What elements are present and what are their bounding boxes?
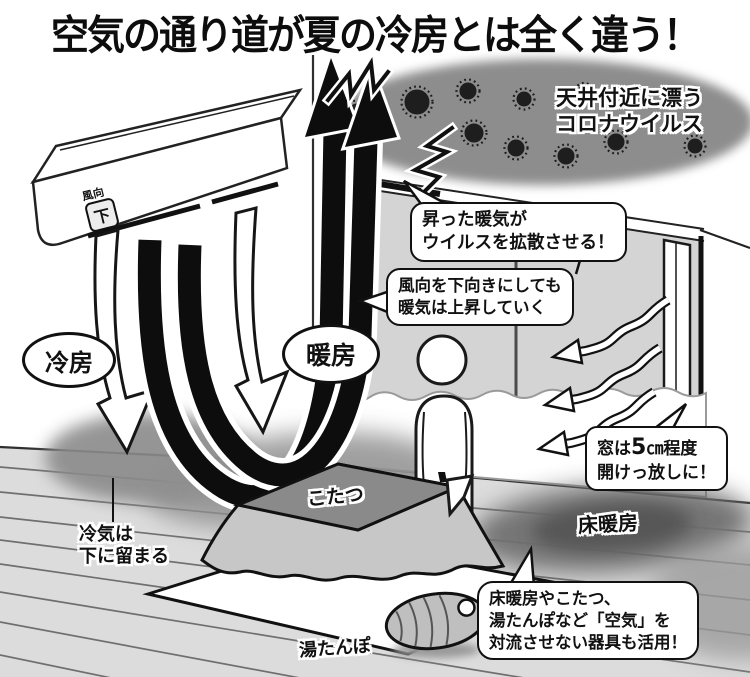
virus-icon: [400, 85, 434, 119]
heating-label-oval: 暖房: [282, 324, 380, 384]
cold-air-stays-line1: 冷気は: [79, 524, 133, 545]
bubble-devices-line3: 対流させない器具も活用！: [489, 632, 687, 652]
heating-label: 暖房: [305, 341, 356, 370]
floor-heating-label: 床暖房: [577, 510, 639, 538]
virus-cloud-label-line2: コロナウイルス: [556, 111, 703, 136]
virus-cloud-label-line1: 天井付近に漂う: [556, 86, 703, 110]
window-draft-arrows: [535, 295, 671, 457]
bubble-warm-air-rises-line2: 暖気は上昇していく: [398, 297, 547, 317]
ac-direction-value: 下: [92, 205, 113, 228]
bubble-warm-air-rises-line1: 風向を下向きにしても: [398, 276, 562, 295]
page-title: 空気の通り道が夏の冷房とは全く違う！: [50, 11, 701, 59]
bubble-warm-air-rises: 風向を下向きにしても 暖気は上昇していく: [386, 268, 574, 326]
crash-icon: [325, 57, 391, 103]
bubble-virus-spread-line2: ウイルスを拡散させる！: [422, 233, 615, 254]
air-conditioner: [30, 88, 303, 247]
window-text-unit: ㎝: [646, 439, 664, 459]
bubble-virus-spread-line1: 昇った暖気が: [422, 210, 527, 230]
crash-icon: [409, 125, 455, 199]
bubble-window-open-line1: 窓は5㎝程度: [597, 433, 716, 462]
person-leg: [445, 474, 475, 518]
cold-air-stays-line2: 下に留まる: [79, 545, 169, 567]
bubble-devices-line2: 湯たんぽなど「空気」を: [489, 610, 671, 630]
draft-arrowhead-icon: [535, 429, 570, 457]
kotatsu-label: こたつ: [306, 483, 365, 511]
virus-icon: [573, 81, 595, 103]
hot-water-bottle: [384, 591, 488, 658]
window-text-number: 5: [631, 435, 647, 460]
virus-icon: [512, 87, 536, 111]
virus-icon: [455, 78, 481, 104]
cold-air-stays-label: 冷気は 下に留まる: [79, 524, 169, 568]
cooling-label-oval: 冷房: [22, 332, 116, 388]
window-text-pre: 窓は: [597, 439, 631, 459]
up-arrowhead-icon: [340, 58, 402, 151]
bubble-window-open: 窓は5㎝程度 開けっ放しに！: [585, 426, 728, 492]
cold-air-down-arrows: [93, 206, 290, 456]
virus-icon: [553, 143, 579, 169]
down-arrow-icon: [233, 206, 290, 436]
draft-arrowhead-icon: [549, 337, 584, 365]
bubble-non-convection-devices: 床暖房やこたつ、 湯たんぽなど「空気」を 対流させない器具も活用！: [477, 581, 699, 661]
bubble-devices-line1: 床暖房やこたつ、: [489, 589, 621, 608]
ac-vent-slit: [211, 181, 279, 205]
virus-icon: [460, 119, 488, 147]
virus-icon: [683, 134, 707, 158]
bubble-virus-spread: 昇った暖気が ウイルスを拡散させる！: [410, 202, 627, 263]
bubble-window-open-line2: 開けっ放しに！: [597, 463, 716, 484]
window-text-post: 程度: [663, 439, 698, 459]
virus-icon: [503, 135, 529, 161]
crash-marks: [321, 49, 459, 203]
draft-arrowhead-icon: [541, 385, 576, 413]
cooling-label: 冷房: [45, 348, 93, 377]
bottle-cap: [457, 598, 476, 617]
ac-vent-slit: [87, 203, 201, 239]
virus-icon: [603, 129, 629, 155]
warm-air-u-arrows: [132, 48, 402, 514]
virus-cloud-label: 天井付近に漂う コロナウイルス: [556, 86, 703, 137]
